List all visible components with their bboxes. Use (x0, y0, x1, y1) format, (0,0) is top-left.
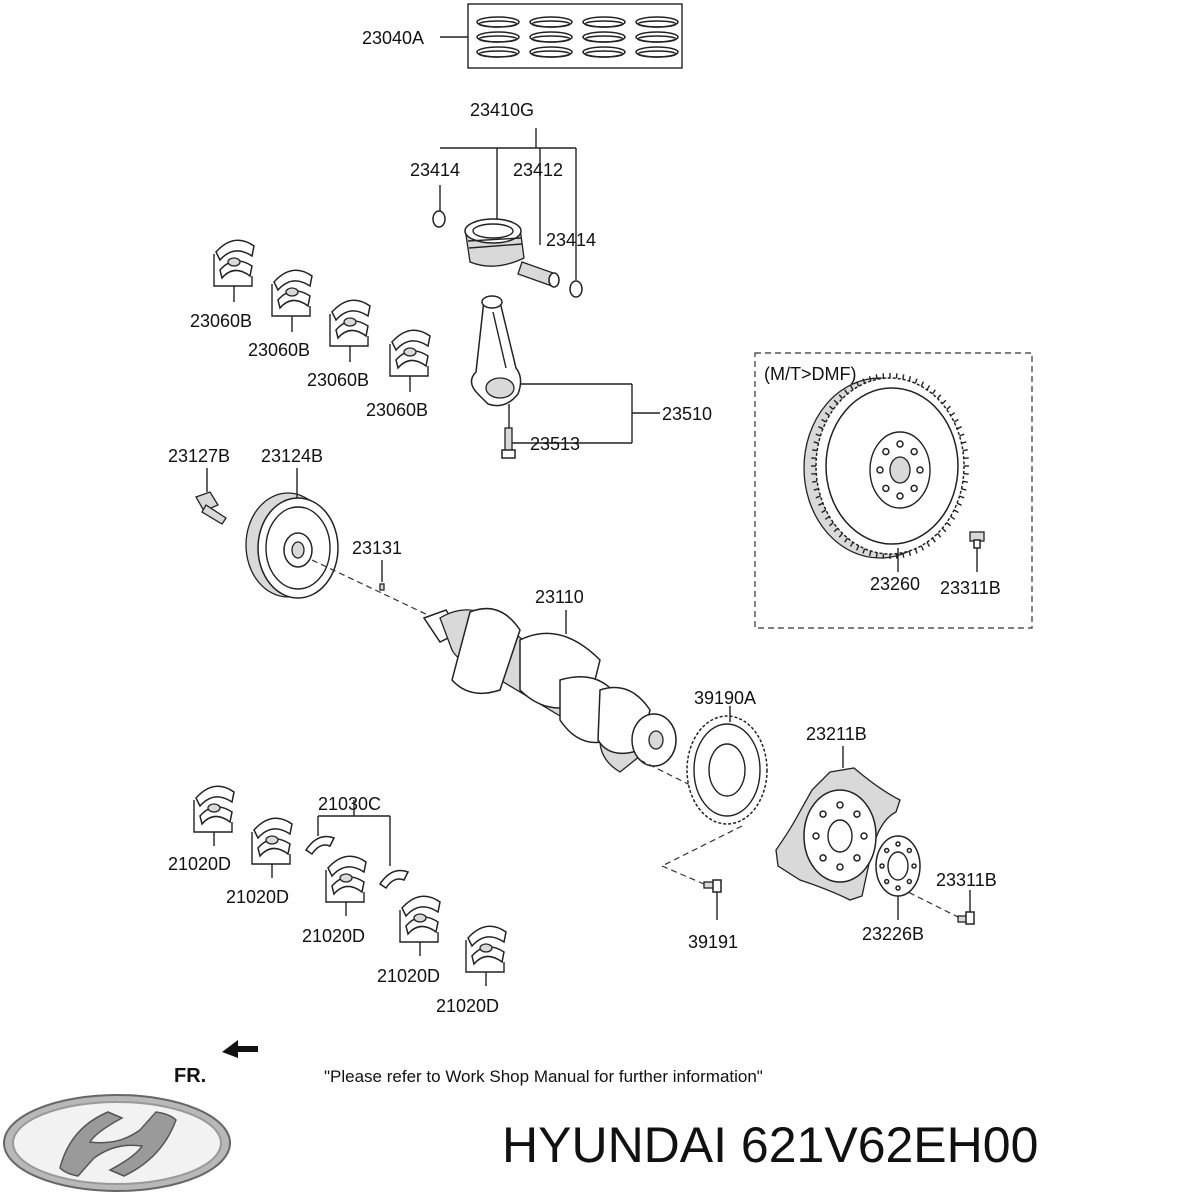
main-bearings (193, 785, 507, 986)
label-dmf-note: (M/T>DMF) (764, 364, 856, 384)
label-main-bearing-2: 21020D (226, 887, 289, 907)
piston-ring-stack (635, 16, 679, 58)
hyundai-logo-icon (3, 1094, 231, 1192)
label-flywheel: 23260 (870, 574, 920, 594)
label-piston-pin: 23412 (513, 160, 563, 180)
crankshaft (422, 607, 677, 773)
thrust-bearing (304, 800, 410, 890)
bearing-shell (251, 817, 293, 878)
drive-plate-adapter (875, 835, 921, 920)
label-damper-pulley: 23124B (261, 446, 323, 466)
conrod-bolt (501, 404, 632, 459)
flywheel (803, 373, 969, 572)
label-conrod-bearing-2: 23060B (248, 340, 310, 360)
pulley-bolt (195, 468, 227, 525)
label-snap-ring-left: 23414 (410, 160, 460, 180)
bearing-shell (465, 925, 507, 986)
drive-plate-bolt (957, 890, 975, 925)
label-target-wheel-screw: 39191 (688, 932, 738, 952)
snap-ring-left (432, 210, 446, 228)
piston-ring-stack (476, 16, 520, 58)
bearing-shell (399, 895, 441, 956)
front-marker-label: FR. (174, 1065, 206, 1087)
label-target-wheel: 39190A (694, 688, 756, 708)
label-crankshaft: 23110 (535, 587, 584, 607)
label-drive-plate-bolt: 23311B (936, 870, 997, 890)
label-main-bearing-5: 21020D (436, 996, 499, 1016)
label-conrod-bearing-1: 23060B (190, 311, 252, 331)
piston-assembly (432, 128, 583, 298)
piston-ring-stack (529, 16, 573, 58)
arrow-icon (222, 1040, 258, 1058)
label-main-bearing-3: 21020D (302, 926, 365, 946)
label-connecting-rod: 23510 (662, 404, 712, 424)
key (379, 560, 385, 591)
piston-ring-stack (582, 16, 626, 58)
bearing-shell (193, 785, 235, 846)
front-marker (222, 1040, 258, 1058)
drive-plate (775, 746, 901, 901)
bearing-shell (329, 299, 371, 362)
target-wheel (686, 706, 768, 825)
label-drive-plate-adapter: 23226B (862, 924, 924, 944)
piston-ring-set (440, 3, 683, 69)
connecting-rod (470, 295, 660, 443)
target-wheel-screw (703, 879, 722, 920)
piston-pin (517, 261, 560, 288)
label-conrod-bolt: 23513 (530, 434, 580, 454)
label-flywheel-bolt: 23311B (940, 578, 1001, 598)
page-title: HYUNDAI 621V62EH00 (502, 1117, 1038, 1173)
damper-pulley (245, 468, 339, 599)
label-conrod-bearing-3: 23060B (307, 370, 369, 390)
label-main-bearing-4: 21020D (377, 966, 440, 986)
label-key: 23131 (352, 538, 402, 558)
bearing-shell (325, 855, 367, 916)
label-snap-ring-right: 23414 (546, 230, 596, 250)
label-pulley-bolt: 23127B (168, 446, 230, 466)
bearing-shell (271, 269, 313, 332)
label-piston-assembly: 23410G (470, 100, 534, 120)
label-piston-ring-set: 23040A (362, 28, 424, 48)
flywheel-bolt (969, 531, 985, 572)
label-drive-plate: 23211B (806, 724, 867, 744)
conrod-bearings (213, 239, 431, 392)
label-thrust-bearing: 21030C (318, 794, 381, 814)
label-conrod-bearing-4: 23060B (366, 400, 428, 420)
dmf-box (754, 352, 1033, 629)
footer-note: "Please refer to Work Shop Manual for fu… (324, 1067, 763, 1086)
bearing-shell (389, 329, 431, 392)
snap-ring-right (569, 280, 583, 298)
bearing-shell (213, 239, 255, 302)
label-main-bearing-1: 21020D (168, 854, 231, 874)
